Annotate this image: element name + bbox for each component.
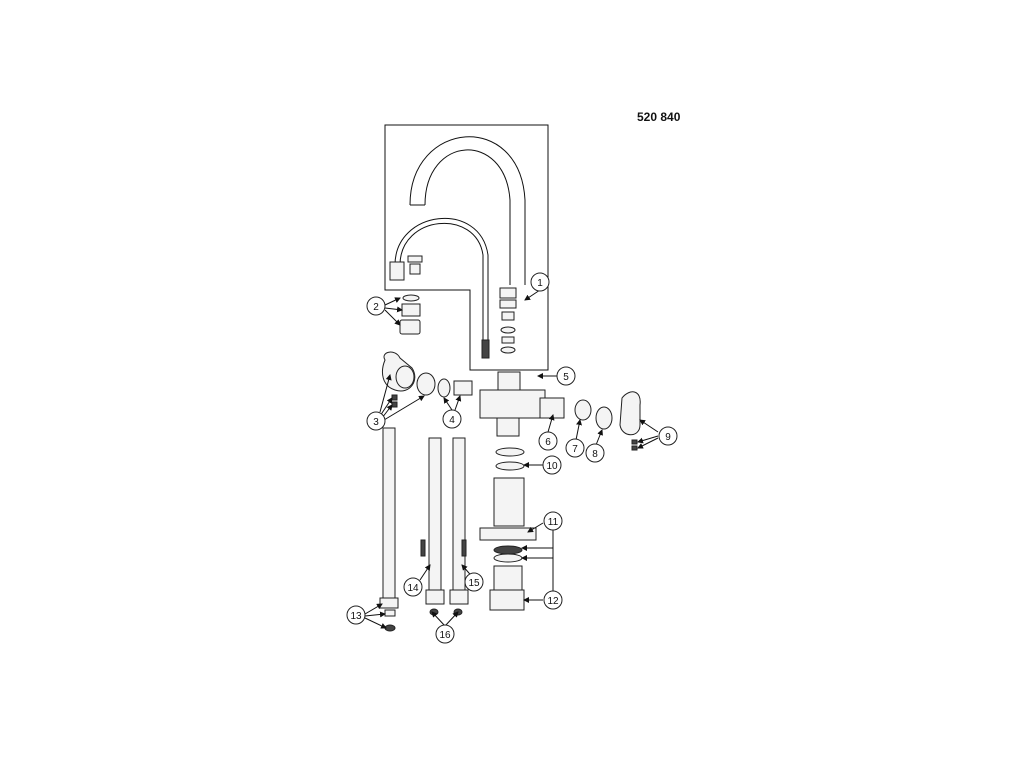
svg-text:11: 11 bbox=[548, 517, 559, 528]
callout-15: 15 bbox=[464, 572, 484, 592]
svg-text:1: 1 bbox=[537, 278, 543, 289]
callout-3: 3 bbox=[366, 411, 386, 431]
model-number: 520 840 bbox=[637, 110, 681, 124]
svg-text:15: 15 bbox=[468, 578, 480, 589]
svg-text:5: 5 bbox=[563, 372, 569, 383]
callout-8: 8 bbox=[585, 443, 605, 463]
mixer-body bbox=[479, 371, 641, 451]
supply-hoses bbox=[379, 427, 469, 632]
svg-text:16: 16 bbox=[439, 630, 451, 641]
callout-13: 13 bbox=[346, 605, 366, 625]
spout-small-parts bbox=[407, 255, 517, 354]
callout-11: 11 bbox=[543, 511, 563, 531]
callout-5: 5 bbox=[556, 366, 576, 386]
callout-leader-lines bbox=[364, 289, 659, 629]
spout-assembly-frame bbox=[384, 124, 549, 371]
svg-text:4: 4 bbox=[449, 415, 455, 426]
svg-text:6: 6 bbox=[545, 437, 551, 448]
left-handle-parts bbox=[382, 351, 473, 408]
spout-outer-gooseneck bbox=[409, 136, 526, 285]
svg-text:7: 7 bbox=[572, 444, 578, 455]
aerator-parts bbox=[399, 294, 421, 335]
svg-text:3: 3 bbox=[373, 417, 379, 428]
callout-4: 4 bbox=[442, 409, 462, 429]
callout-16: 16 bbox=[435, 624, 455, 644]
callout-6: 6 bbox=[538, 431, 558, 451]
svg-text:14: 14 bbox=[407, 583, 419, 594]
svg-text:13: 13 bbox=[350, 611, 362, 622]
callout-9: 9 bbox=[658, 426, 678, 446]
svg-text:9: 9 bbox=[665, 432, 671, 443]
svg-text:8: 8 bbox=[592, 449, 598, 460]
svg-text:2: 2 bbox=[373, 302, 379, 313]
callout-1: 1 bbox=[530, 272, 550, 292]
callout-12: 12 bbox=[543, 590, 563, 610]
svg-text:12: 12 bbox=[547, 596, 559, 607]
callout-7: 7 bbox=[565, 438, 585, 458]
callout-2: 2 bbox=[366, 296, 386, 316]
callout-14: 14 bbox=[403, 577, 423, 597]
pull-out-hose bbox=[389, 217, 490, 359]
svg-text:10: 10 bbox=[546, 461, 558, 472]
callout-10: 10 bbox=[542, 455, 562, 475]
filter-cartridge bbox=[479, 447, 537, 611]
